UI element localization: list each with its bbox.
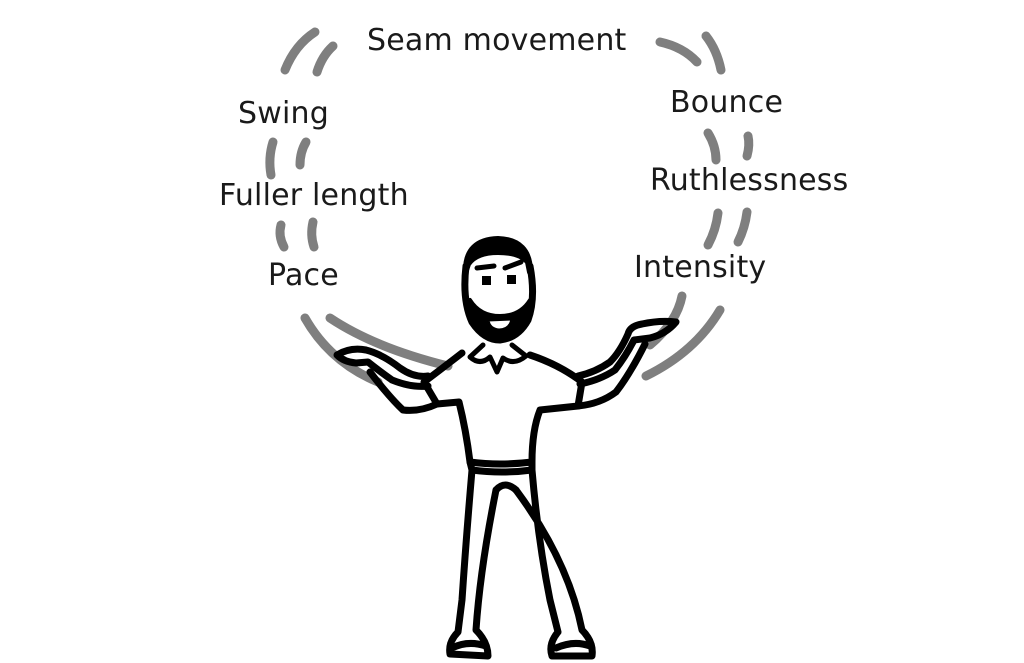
arc-right-upper-inner	[742, 131, 754, 161]
arc-top-left-outer	[280, 27, 320, 75]
figure-arm-right	[574, 317, 680, 388]
figure-shoe-right	[552, 639, 594, 652]
arc-top-right-inner	[701, 31, 726, 75]
label-pace: Pace	[268, 258, 339, 293]
figure-eye-right	[507, 275, 516, 284]
figure-eyebrow-right	[502, 259, 524, 271]
arc-top-left-inner	[312, 41, 338, 77]
arc-top-right-outer	[655, 37, 702, 67]
figure-leg-right	[512, 466, 596, 660]
figure-hair	[463, 236, 533, 275]
arc-left-upper-inner	[295, 137, 311, 170]
figure-forearm-right	[574, 340, 649, 410]
figure-forearm-left	[366, 368, 441, 414]
arc-right-upper-outer	[703, 128, 721, 165]
figure-shoe-left	[448, 639, 490, 652]
figure-leg-left	[446, 466, 500, 660]
arc-left-lower-outer	[275, 220, 289, 252]
figure-crotch	[492, 481, 520, 494]
figure-eye-left	[482, 276, 491, 285]
arc-right-lower-outer	[703, 208, 723, 250]
label-bounce: Bounce	[670, 85, 784, 120]
label-swing: Swing	[238, 96, 329, 131]
arc-left-upper-outer	[265, 137, 278, 180]
figure-arm-left	[333, 345, 432, 390]
figure-collar	[467, 342, 529, 375]
arc-right-lower-inner	[733, 207, 752, 247]
label-seam-movement: Seam movement	[367, 23, 627, 58]
arc-bottom-left-inner	[325, 313, 453, 371]
label-fuller-length: Fuller length	[219, 178, 409, 213]
arc-bottom-right-outer	[641, 305, 725, 381]
figure-eyebrow-left	[474, 263, 497, 271]
label-ruthlessness: Ruthlessness	[650, 163, 849, 198]
figure-mouth	[486, 317, 514, 332]
arc-left-lower-inner	[307, 217, 319, 252]
label-intensity: Intensity	[634, 250, 767, 285]
stick-figure	[333, 236, 680, 660]
